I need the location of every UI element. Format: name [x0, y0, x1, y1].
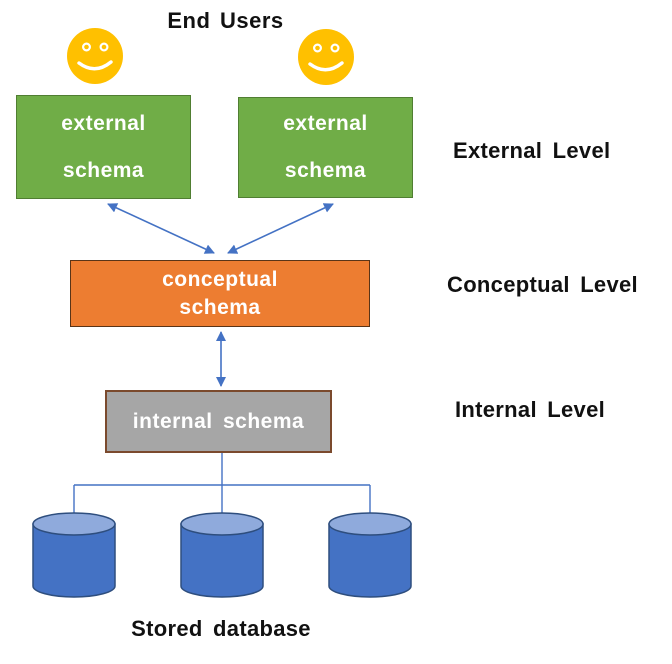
external-schema-box-1: external schema: [16, 95, 191, 199]
arrow-external2-conceptual: [227, 203, 334, 254]
external-schema-1-line1: external: [61, 111, 146, 135]
database-cylinder-icon: [32, 512, 116, 598]
arrow-external1-conceptual: [107, 203, 215, 254]
conceptual-level-label: Conceptual Level: [447, 272, 638, 297]
conceptual-schema-box: conceptual schema: [70, 260, 370, 327]
external-schema-2-line2: schema: [284, 159, 367, 182]
internal-schema-box: internal schema: [105, 390, 332, 453]
external-schema-1-line2: schema: [62, 158, 145, 182]
database-cylinder-icon: [328, 512, 412, 598]
conceptual-schema-line2: schema: [179, 295, 261, 319]
smiley-face-icon: [298, 29, 354, 85]
smiley-face-icon: [67, 28, 123, 84]
external-schema-2-line1: external: [283, 112, 368, 135]
stored-database-label: Stored database: [131, 616, 311, 641]
diagram-title: End Users: [167, 8, 284, 33]
conceptual-schema-line1: conceptual: [162, 267, 278, 291]
external-level-label: External Level: [453, 138, 611, 163]
database-cylinder-icon: [180, 512, 264, 598]
internal-schema-label: internal schema: [132, 409, 305, 433]
internal-level-label: Internal Level: [455, 397, 606, 422]
external-schema-box-2: external schema: [238, 97, 413, 198]
